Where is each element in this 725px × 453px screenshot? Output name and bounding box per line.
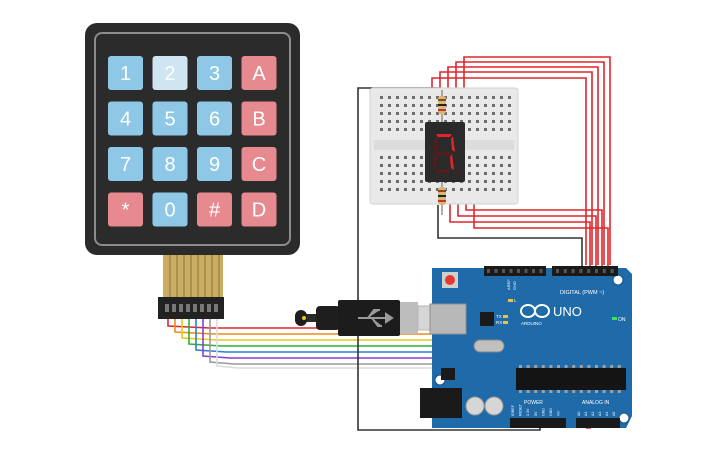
digital-header xyxy=(484,266,618,276)
power-pin-label: 5V xyxy=(534,411,538,416)
analog-pin-label: A0 xyxy=(577,412,581,416)
keypad-key-label: B xyxy=(252,109,265,131)
analog-pin-label: A5 xyxy=(612,412,616,416)
keypad-key[interactable]: # xyxy=(197,192,232,227)
keypad-key-label: # xyxy=(209,200,221,222)
keypad-key-label: 0 xyxy=(164,200,175,222)
keypad-key[interactable]: 3 xyxy=(197,56,232,90)
keypad-key-label: C xyxy=(252,154,266,176)
crystal xyxy=(473,339,505,353)
keypad-key[interactable]: 4 xyxy=(108,101,143,136)
keypad-key[interactable]: B xyxy=(241,101,277,136)
keypad-key[interactable]: 9 xyxy=(197,147,232,181)
keypad-key-label: * xyxy=(122,200,130,222)
keypad-key-label: 7 xyxy=(120,154,131,176)
voltage-regulator xyxy=(441,368,455,380)
power-pin-label: GND xyxy=(549,408,553,416)
aref-label: AREF xyxy=(506,279,511,290)
keypad-key-label: 3 xyxy=(209,63,220,85)
capacitor-1 xyxy=(465,396,485,416)
keypad-key[interactable]: * xyxy=(108,192,143,227)
arduino-logo: ∞ ARDUINO UNO xyxy=(520,304,582,326)
resistor-top[interactable] xyxy=(438,90,446,125)
keypad-inner-border xyxy=(94,32,291,246)
gnd-label: GND xyxy=(512,281,517,290)
status-leds: L TX RX ON xyxy=(496,298,626,325)
keypad-key-label: D xyxy=(252,200,266,222)
analog-pin-label: A1 xyxy=(584,412,588,416)
keypad-connector[interactable] xyxy=(158,297,224,319)
keypad-key-label: 1 xyxy=(120,63,131,85)
analog-pin-label: A4 xyxy=(605,412,609,416)
keypad-key-label: 2 xyxy=(164,63,175,85)
keypad-key[interactable]: A xyxy=(241,56,277,90)
keypad-4x4[interactable]: 1 2 3 A 4 5 6 B 7 8 9 C * 0 # D xyxy=(85,23,300,319)
keypad-key[interactable]: 0 xyxy=(152,192,188,227)
led-l-label: L xyxy=(514,298,517,303)
power-label: POWER xyxy=(524,400,543,406)
power-pin-label: GND xyxy=(541,408,545,416)
usb-icon xyxy=(358,309,394,327)
analog-label: ANALOG IN xyxy=(582,400,610,406)
usb-chip xyxy=(480,312,494,326)
power-pin-label: Vin xyxy=(557,411,561,416)
resistor-bottom[interactable] xyxy=(438,180,446,215)
keypad-key[interactable]: D xyxy=(241,192,277,227)
led-tx-label: TX xyxy=(496,314,502,319)
keypad-key[interactable]: 5 xyxy=(152,101,188,136)
keypad-key-label: 4 xyxy=(120,109,131,131)
keypad-key-label: 9 xyxy=(209,154,220,176)
keypad-key[interactable]: 8 xyxy=(152,147,188,181)
keypad-ribbon xyxy=(158,255,224,319)
arduino-brand: ARDUINO xyxy=(521,321,542,326)
reset-button[interactable] xyxy=(442,272,458,288)
power-pin-label: 3.3V xyxy=(526,408,530,416)
keypad-key-label: 6 xyxy=(209,109,220,131)
on-label: ON xyxy=(618,317,626,323)
analog-pin-label: A3 xyxy=(598,412,602,416)
keypad-key[interactable]: 1 xyxy=(108,56,143,90)
arduino-uno-board[interactable]: AREF GND DIGITAL (PWM ~) L TX RX ON ∞ AR… xyxy=(420,266,632,428)
keypad-key-label: 5 xyxy=(164,109,175,131)
segments-on xyxy=(436,134,455,170)
seven-segment-display[interactable]: 7 xyxy=(425,122,465,182)
power-jack[interactable] xyxy=(420,388,462,418)
usb-b-port xyxy=(429,303,467,335)
keypad-key[interactable]: 6 xyxy=(197,101,232,136)
digital-pwm-label: DIGITAL (PWM ~) xyxy=(560,290,604,296)
power-pin-label: IOREF xyxy=(511,404,515,416)
power-pin-label: RESET xyxy=(519,403,523,416)
analog-pin-label: A2 xyxy=(591,412,595,416)
keypad-key-label: 8 xyxy=(164,154,175,176)
keypad-key-label: A xyxy=(252,63,266,85)
keypad-key[interactable]: 2 xyxy=(152,56,188,90)
atmega-chip xyxy=(516,365,626,393)
keypad-keys: 1 2 3 A 4 5 6 B 7 8 9 C * 0 # D xyxy=(108,56,277,227)
led-rx-label: RX xyxy=(496,320,502,325)
keypad-key[interactable]: C xyxy=(241,147,277,181)
keypad-key[interactable]: 7 xyxy=(108,147,143,181)
arduino-model: UNO xyxy=(553,304,582,319)
capacitor-2 xyxy=(484,396,504,416)
